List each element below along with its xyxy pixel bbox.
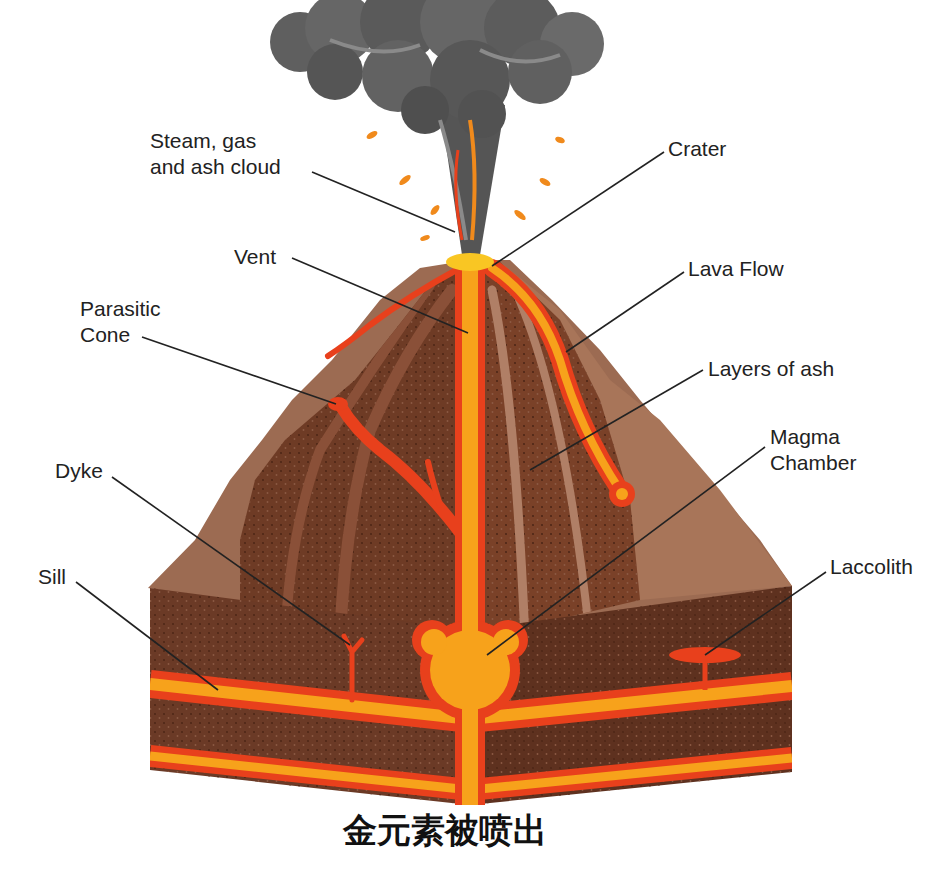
leader-line	[142, 337, 336, 404]
mountain	[240, 265, 470, 640]
ash-cloud	[508, 40, 572, 104]
part-label: Sill	[38, 564, 66, 590]
lava-splatter	[429, 203, 441, 216]
ash-layer	[492, 290, 525, 640]
ash-layer	[285, 285, 452, 640]
magma-system	[493, 629, 519, 655]
magma-system	[328, 253, 741, 805]
leader-line	[530, 370, 703, 470]
leader-line	[112, 477, 350, 645]
part-label: Crater	[668, 136, 726, 162]
part-label: Layers of ash	[708, 356, 834, 382]
mountain	[240, 265, 470, 640]
lava-splatter	[513, 208, 528, 222]
leader-line	[705, 572, 826, 655]
part-label: Dyke	[55, 458, 103, 484]
magma-system	[492, 268, 620, 490]
magma-system	[344, 636, 362, 700]
leader-line	[566, 272, 684, 352]
part-label: Laccolith	[830, 554, 913, 580]
magma-system	[455, 264, 485, 805]
ash-cloud	[458, 90, 506, 138]
lava-splatter	[538, 176, 551, 187]
leader-line	[292, 258, 468, 333]
part-label: Magma Chamber	[770, 424, 870, 477]
caption: 金元素被喷出	[343, 808, 547, 854]
lava-splatter	[398, 173, 413, 187]
leader-line	[492, 152, 664, 266]
leader-line	[76, 152, 826, 690]
magma-system	[462, 264, 478, 805]
magma-system	[609, 481, 635, 507]
leader-line	[487, 447, 765, 655]
part-label: Vent	[234, 244, 276, 270]
lava-splatter	[365, 129, 378, 140]
lava-splatter	[365, 129, 565, 242]
magma-system	[340, 405, 462, 535]
magma-system	[703, 662, 708, 690]
ash-cloud	[270, 0, 604, 255]
lava-splatter	[554, 135, 565, 144]
magma-system	[421, 629, 447, 655]
leader-line	[312, 172, 455, 232]
ash-cloud	[456, 150, 462, 240]
magma-system	[616, 488, 628, 500]
part-label: Steam, gas and ash cloud	[150, 128, 290, 181]
leader-line	[76, 582, 218, 690]
ash-layer	[492, 290, 590, 640]
magma-system	[328, 397, 348, 411]
magma-system	[492, 268, 620, 490]
ash-cloud	[307, 44, 363, 100]
part-label: Lava Flow	[688, 256, 784, 282]
ash-cloud	[470, 120, 475, 240]
lava-splatter	[419, 234, 430, 242]
part-label: Parasitic Cone	[80, 296, 180, 349]
ash-cloud	[330, 40, 560, 240]
magma-system	[428, 462, 440, 505]
magma-system	[446, 253, 494, 271]
